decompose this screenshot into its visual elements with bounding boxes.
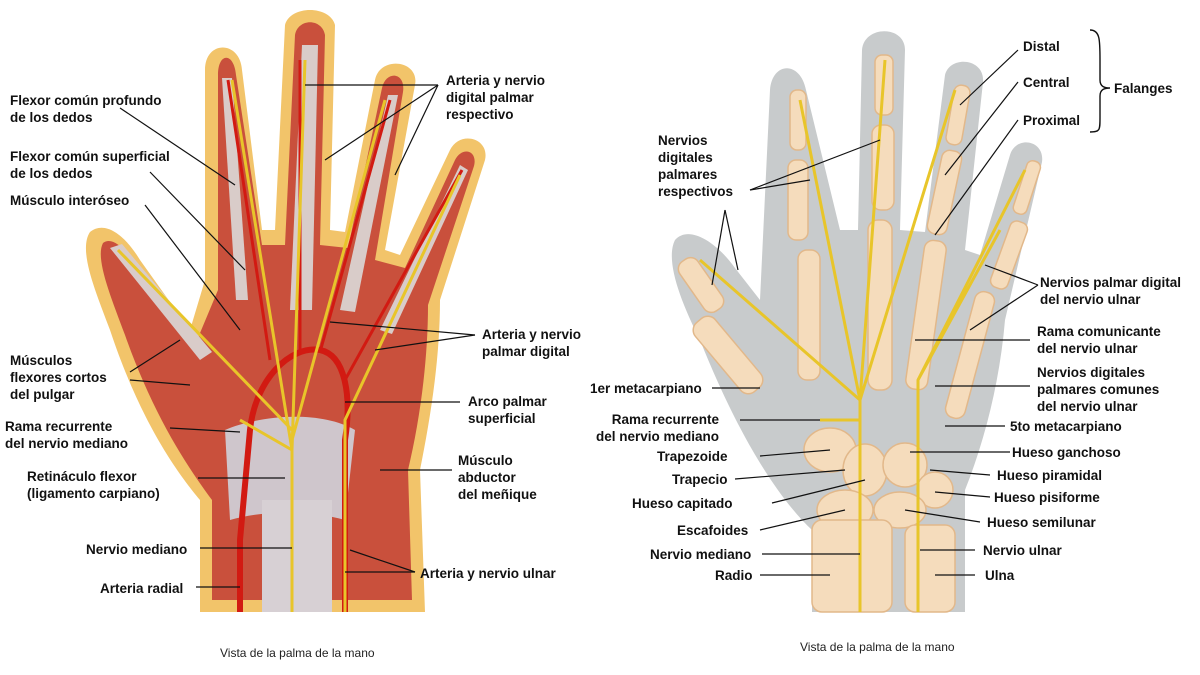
label-nervio-ulnar: Nervio ulnar	[983, 543, 1062, 558]
ring-tendon	[340, 95, 398, 312]
right-nerves	[699, 59, 1027, 612]
label-hueso-ganchoso: Hueso ganchoso	[1012, 445, 1121, 460]
flexor-retinaculum	[225, 416, 355, 520]
label-nervios-digitales-respectivos: Nervios digitales palmares respectivos	[658, 133, 734, 199]
label-hueso-capitado: Hueso capitado	[632, 496, 733, 511]
middle-tendon	[290, 45, 318, 310]
label-arteria-radial: Arteria radial	[100, 581, 184, 596]
falanges-brace	[1089, 29, 1111, 133]
label-interoseo: Músculo interóseo	[10, 193, 130, 208]
label-flexor-profundo: Flexor común profundo de los dedos	[10, 93, 162, 125]
label-flexor-superficial: Flexor común superficial de los dedos	[10, 149, 170, 181]
left-nerves	[116, 59, 462, 612]
label-nervio-mediano-right: Nervio mediano	[650, 547, 752, 562]
label-5to-metacarpiano: 5to metacarpiano	[1010, 419, 1122, 434]
left-hand-illustration	[85, 10, 486, 612]
label-nervio-mediano-left: Nervio mediano	[86, 542, 188, 557]
index-tendon	[222, 78, 248, 300]
forearm-tendons	[262, 500, 332, 612]
label-distal: Distal	[1023, 39, 1060, 54]
caption-right: Vista de la palma de la mano	[800, 640, 955, 654]
label-arco-palmar: Arco palmar superficial	[468, 394, 547, 426]
label-1er-metacarpiano: 1er metacarpiano	[590, 381, 702, 396]
label-hueso-semilunar: Hueso semilunar	[987, 515, 1096, 530]
label-hueso-piramidal: Hueso piramidal	[997, 468, 1103, 483]
label-radio: Radio	[715, 568, 753, 583]
label-falanges: Falanges	[1114, 81, 1173, 96]
label-retinaculo: Retináculo flexor (ligamento carpiano)	[27, 469, 160, 501]
label-trapecio: Trapecio	[672, 472, 728, 487]
label-trapezoide: Trapezoide	[657, 449, 728, 464]
label-hueso-pisiforme: Hueso pisiforme	[994, 490, 1100, 505]
label-rama-recurrente-left: Rama recurrente del nervio mediano	[5, 419, 129, 451]
thumb-tendon	[110, 244, 212, 360]
label-rama-recurrente-right: Rama recurrente del nervio mediano	[596, 412, 720, 444]
label-digitales-comunes: Nervios digitales palmares comunes del n…	[1037, 365, 1160, 414]
label-palmar-digital-ulnar: Nervios palmar digital del nervio ulnar	[1040, 275, 1182, 307]
label-arteria-palmar-digital: Arteria y nervio palmar digital	[482, 327, 582, 359]
label-central: Central	[1023, 75, 1070, 90]
label-escafoides: Escafoides	[677, 523, 749, 538]
label-rama-comunicante: Rama comunicante del nervio ulnar	[1037, 324, 1161, 356]
label-ulna: Ulna	[985, 568, 1015, 583]
right-hand-illustration	[671, 31, 1043, 613]
caption-left: Vista de la palma de la mano	[220, 646, 375, 660]
label-proximal: Proximal	[1023, 113, 1081, 128]
label-abductor-menique: Músculo abductor del meñique	[458, 453, 537, 502]
label-arteria-nervio-ulnar: Arteria y nervio ulnar	[420, 566, 556, 581]
leader-lines	[119, 49, 1039, 588]
label-flexores-cortos: Músculos flexores cortos del pulgar	[10, 353, 107, 402]
label-arteria-digital-respectivo: Arteria y nervio digital palmar respecti…	[446, 73, 546, 122]
